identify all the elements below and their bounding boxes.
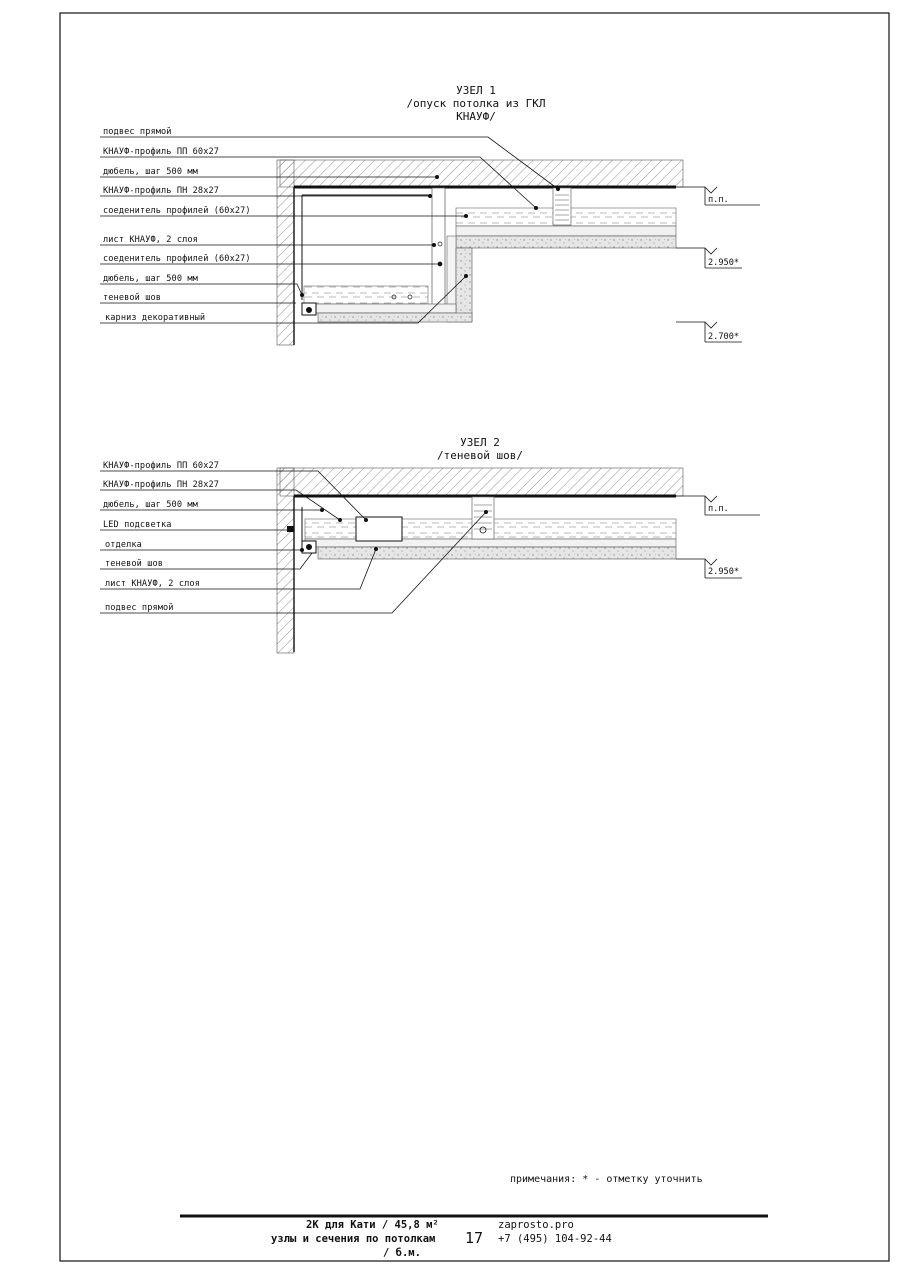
node1-callout: дюбель, шаг 500 мм: [103, 167, 198, 177]
node2-callout: КНАУФ-профиль ПП 60х27: [103, 461, 220, 471]
node2-callout: LED подсветка: [103, 520, 172, 530]
node2-level-mark: п.п.: [708, 504, 729, 514]
node1-callout: теневой шов: [103, 293, 162, 303]
node1-subtitle: /опуск потолка из ГКЛ: [406, 97, 546, 110]
node2-callout: подвес прямой: [105, 603, 174, 613]
node2-callout: дюбель, шаг 500 мм: [103, 500, 198, 510]
note: примечания: * - отметку уточнить: [510, 1174, 703, 1185]
node2-level-mark: 2.950*: [708, 567, 740, 577]
node1-subtitle-2: КНАУФ/: [456, 110, 496, 123]
stamp-phone: +7 (495) 104-92-44: [498, 1233, 612, 1245]
stamp-project: 2К для Кати / 45,8 м²: [306, 1219, 439, 1231]
stamp-scale: / б.м.: [383, 1247, 421, 1259]
node1-level-mark: 2.950*: [708, 258, 740, 268]
node1-callout: карниз декоративный: [105, 313, 206, 323]
node1-drawing: [100, 136, 760, 346]
node2-callout: КНАУФ-профиль ПН 28х27: [103, 480, 220, 490]
page-number: 17: [465, 1229, 484, 1247]
node2-title: УЗЕЛ 2: [460, 436, 500, 449]
node1-callout: подвес прямой: [103, 127, 172, 137]
node1-callout: дюбель, шаг 500 мм: [103, 274, 198, 284]
node1-callout: лист КНАУФ, 2 слоя: [103, 235, 198, 245]
node1-callout: соеденитель профилей (60х27): [103, 254, 251, 264]
node1-level-mark: п.п.: [708, 195, 729, 205]
stamp-site: zaprosto.pro: [498, 1219, 574, 1231]
node1-callout: КНАУФ-профиль ПН 28х27: [103, 186, 220, 196]
node2-callout: теневой шов: [105, 559, 164, 569]
sheet-frame: [59, 12, 890, 1262]
stamp-sheet-title: узлы и сечения по потолкам: [271, 1233, 436, 1245]
node2-subtitle: /теневой шов/: [436, 449, 524, 462]
node1-callout: соеденитель профилей (60х27): [103, 206, 251, 216]
node1-callout: КНАУФ-профиль ПП 60х27: [103, 147, 220, 157]
node2-drawing: [100, 467, 760, 654]
node1-level-mark: 2.700*: [708, 332, 740, 342]
node2-callout: лист КНАУФ, 2 слоя: [105, 579, 200, 589]
node1-title: УЗЕЛ 1: [456, 84, 496, 97]
node2-callout: отделка: [105, 540, 142, 550]
